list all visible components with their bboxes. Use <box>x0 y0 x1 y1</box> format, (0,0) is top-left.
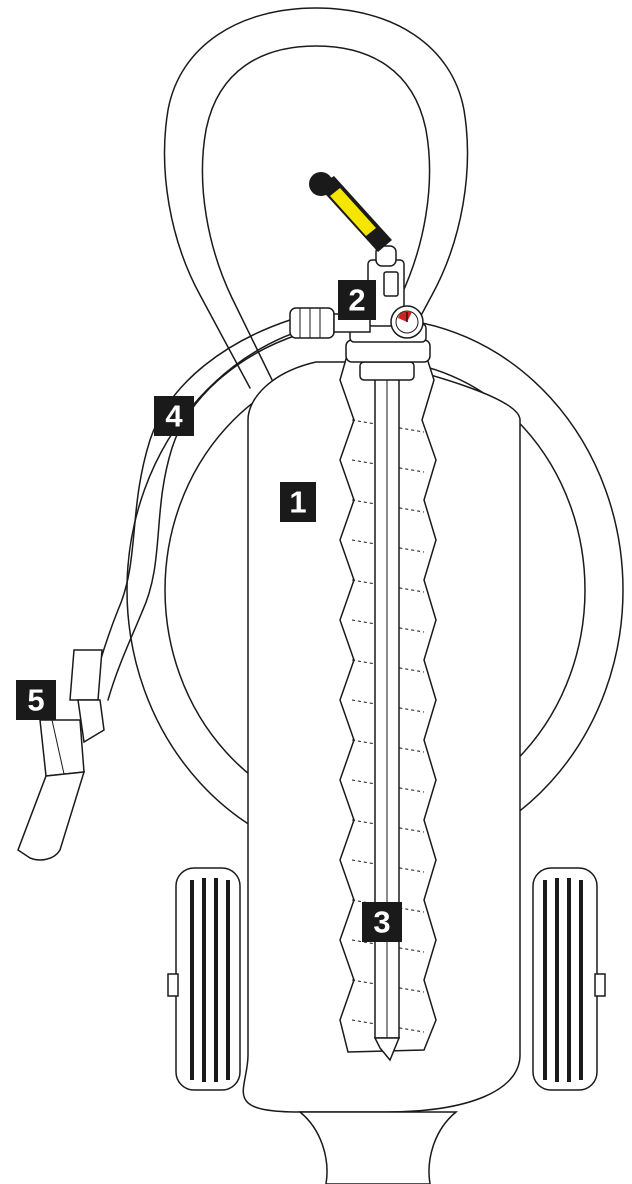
operating-lever <box>309 172 392 252</box>
cutaway-interior <box>340 352 436 1060</box>
callout-4: 4 <box>154 396 194 436</box>
callout-3-label: 3 <box>373 905 390 940</box>
callout-2-label: 2 <box>348 283 365 318</box>
callout-4-label: 4 <box>165 399 183 434</box>
callout-5-label: 5 <box>27 683 44 718</box>
callout-1: 1 <box>280 482 316 522</box>
callout-2: 2 <box>338 280 376 320</box>
callout-5: 5 <box>16 680 56 720</box>
right-wheel <box>533 868 605 1090</box>
left-wheel <box>168 868 240 1090</box>
callout-1-label: 1 <box>289 485 306 520</box>
callout-3: 3 <box>362 902 402 942</box>
pressure-gauge <box>391 306 423 338</box>
